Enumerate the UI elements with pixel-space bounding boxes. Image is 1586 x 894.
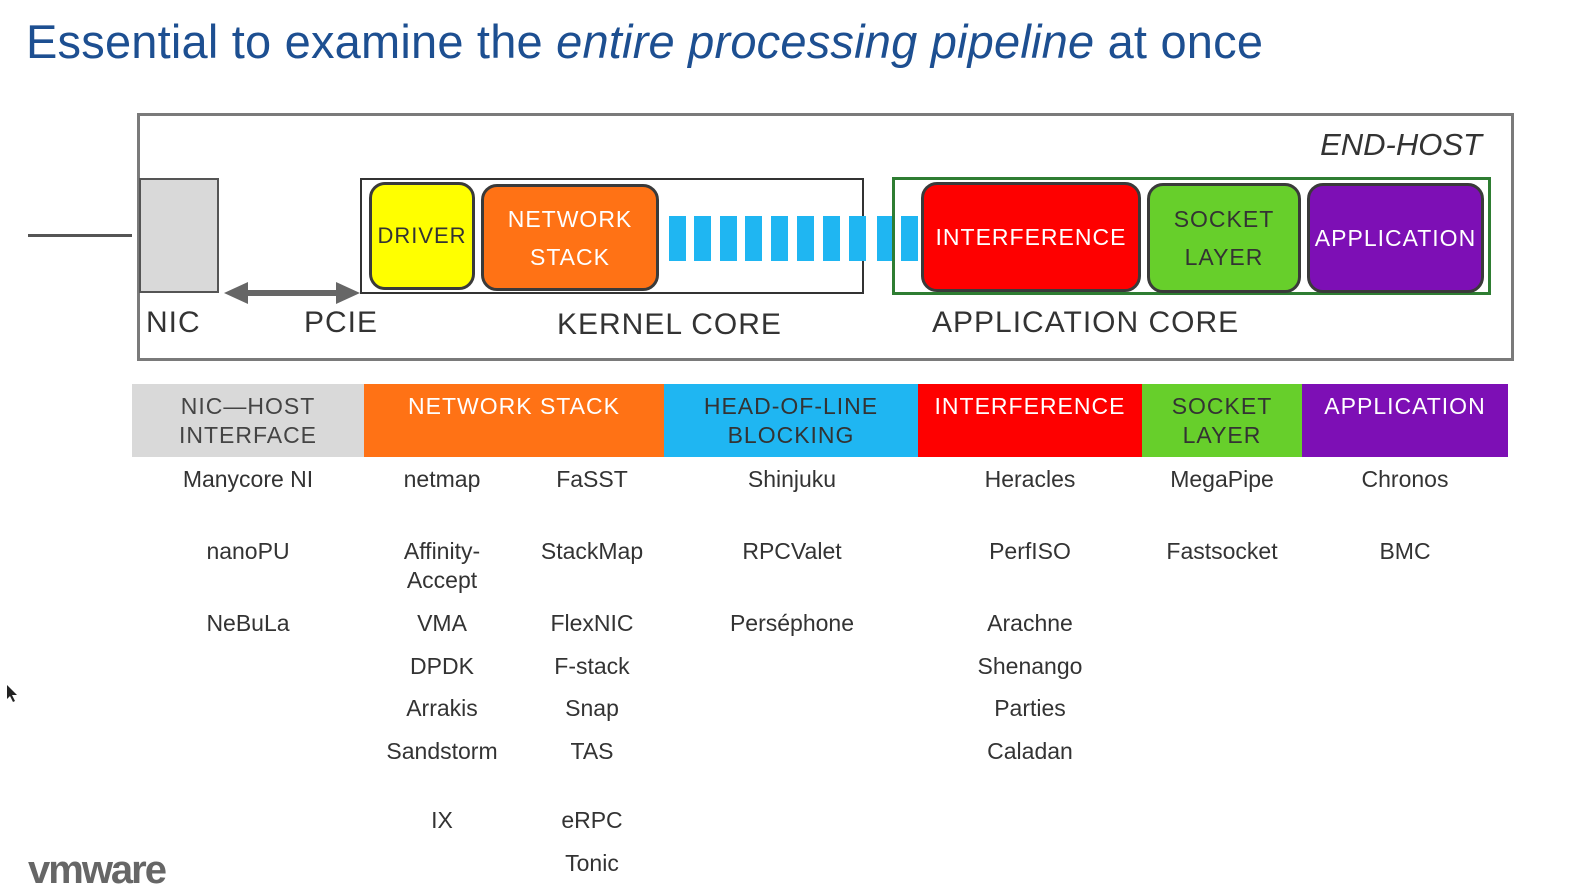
category-label: HEAD-OF-LINE xyxy=(703,392,879,419)
queue-bar xyxy=(745,216,762,261)
queue-bar xyxy=(669,216,686,261)
network-link-line xyxy=(28,234,132,237)
system-entry: StackMap xyxy=(540,538,644,564)
queue-bar xyxy=(694,216,711,261)
system-entry: IX xyxy=(431,807,453,833)
system-entry: eRPC xyxy=(561,807,623,833)
kernel-core-label: KERNEL CORE xyxy=(557,308,782,341)
category-head-of-line: HEAD-OF-LINE BLOCKING xyxy=(664,384,918,457)
system-entry: F-stack xyxy=(554,653,630,679)
system-entry: DPDK xyxy=(410,653,474,679)
system-entry: Manycore NI xyxy=(182,466,314,492)
queue-bar xyxy=(797,216,814,261)
category-label: BLOCKING xyxy=(727,421,855,448)
interference-stage: INTERFERENCE xyxy=(921,182,1141,292)
system-entry: TAS xyxy=(570,738,614,764)
pcie-label: PCIE xyxy=(304,306,379,339)
system-entry: PerfISO xyxy=(989,538,1071,564)
system-entry: NeBuLa xyxy=(206,610,290,636)
system-entry: RPCValet xyxy=(742,538,842,564)
category-label: NIC—HOST xyxy=(180,392,316,419)
system-entry: nanoPU xyxy=(206,538,290,564)
system-entry: Sandstorm xyxy=(386,738,498,764)
application-core-label: APPLICATION CORE xyxy=(932,306,1240,339)
system-entry: Arrakis xyxy=(406,695,478,721)
title-emphasis: entire processing pipeline xyxy=(556,15,1095,68)
application-stage: APPLICATION xyxy=(1307,183,1484,293)
driver-stage: DRIVER xyxy=(369,182,475,290)
system-entry: MegaPipe xyxy=(1170,466,1274,492)
system-entry: BMC xyxy=(1379,538,1431,564)
queue-bar xyxy=(771,216,788,261)
system-entry: Heracles xyxy=(984,466,1076,492)
category-label: INTERFERENCE xyxy=(934,393,1126,419)
queue-bar xyxy=(849,216,866,261)
queue-bar xyxy=(877,216,894,261)
system-entry: Chronos xyxy=(1361,466,1449,492)
category-label: LAYER xyxy=(1182,421,1262,448)
system-entry: FaSST xyxy=(556,466,628,492)
pcie-double-arrow-icon xyxy=(224,282,360,304)
category-application: APPLICATION xyxy=(1302,384,1508,457)
driver-label: DRIVER xyxy=(377,223,467,248)
category-label: APPLICATION xyxy=(1324,393,1486,419)
category-socket-layer: SOCKET LAYER xyxy=(1142,384,1302,457)
socket-layer-stage: SOCKET LAYER xyxy=(1147,183,1301,293)
system-entry: Tonic xyxy=(565,850,619,876)
system-entry: Shinjuku xyxy=(747,466,837,492)
system-entry: Shenango xyxy=(977,653,1083,679)
system-entry: Perséphone xyxy=(729,610,855,636)
mouse-cursor-icon xyxy=(7,685,17,702)
title-part1: Essential to examine the xyxy=(26,15,557,68)
system-entry: Fastsocket xyxy=(1166,538,1278,564)
network-stack-label-1: NETWORK xyxy=(507,205,633,232)
category-nic-host: NIC—HOST INTERFACE xyxy=(132,384,364,457)
queue-bar xyxy=(720,216,737,261)
category-interference: INTERFERENCE xyxy=(918,384,1142,457)
vmware-logo: vmware xyxy=(28,848,167,892)
system-entry: Arachne xyxy=(987,610,1073,636)
application-core-box xyxy=(892,177,1491,295)
end-host-label: END-HOST xyxy=(1320,127,1482,162)
slide-title: Essential to examine the entire processi… xyxy=(26,14,1263,69)
system-entry: Caladan xyxy=(987,738,1073,764)
system-entry: Snap xyxy=(565,695,619,721)
queue-bar xyxy=(823,216,840,261)
socket-layer-label-1: SOCKET xyxy=(1173,206,1275,232)
system-entry: Accept xyxy=(406,567,478,593)
end-host-box xyxy=(137,113,1514,361)
system-entry: FlexNIC xyxy=(550,610,634,636)
system-entry: Parties xyxy=(994,695,1066,721)
socket-layer-label-2: LAYER xyxy=(1184,244,1264,270)
system-entry: Affinity- xyxy=(403,538,481,564)
nic-box xyxy=(139,178,219,293)
interference-label: INTERFERENCE xyxy=(935,224,1127,250)
category-network-stack: NETWORK STACK xyxy=(364,384,664,457)
nic-label: NIC xyxy=(146,306,201,339)
system-entry: VMA xyxy=(417,610,467,636)
category-label: SOCKET xyxy=(1171,392,1273,419)
network-stack-stage: NETWORK STACK xyxy=(481,184,659,291)
system-entry: netmap xyxy=(403,466,481,492)
title-part2: at once xyxy=(1094,15,1264,68)
queue-bar xyxy=(901,216,918,261)
network-stack-label-2: STACK xyxy=(530,243,610,270)
application-label: APPLICATION xyxy=(1314,225,1477,251)
category-label: INTERFACE xyxy=(178,421,318,448)
category-label: NETWORK STACK xyxy=(408,393,620,419)
